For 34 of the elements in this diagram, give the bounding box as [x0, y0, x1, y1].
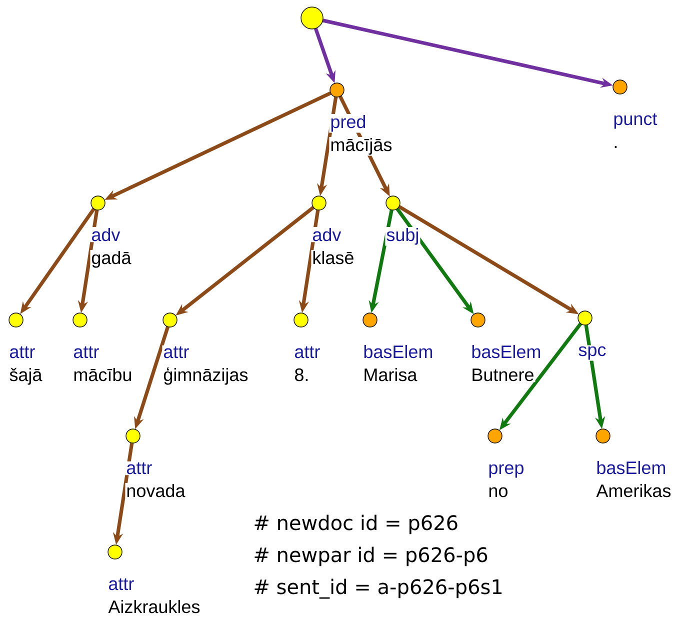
word-label: .: [612, 145, 620, 149]
comment-line: # newpar id = p626-p6: [254, 546, 488, 566]
relation-label: attr: [72, 345, 100, 360]
word-label: Aizkraukles: [107, 598, 202, 614]
relation-label: attr: [125, 461, 154, 476]
word-label: Butnere: [470, 368, 536, 382]
relation-label: pred: [329, 114, 368, 133]
word-label: gadā: [90, 250, 132, 269]
comment-line: # sent_id = a-p626-p6s1: [254, 578, 502, 599]
relation-label: attr: [8, 345, 36, 360]
relation-label: basElem: [595, 460, 668, 476]
relation-label: spc: [577, 345, 608, 361]
word-label: no: [487, 486, 510, 498]
word-label: 8.: [293, 367, 310, 382]
relation-label: adv: [90, 226, 122, 242]
word-label: mācījās: [329, 136, 394, 156]
relation-label: basElem: [470, 344, 542, 360]
relation-label: attr: [162, 345, 190, 360]
word-label: novada: [125, 482, 186, 498]
word-label: mācību: [72, 366, 134, 382]
word-label: ģimnāzijas: [162, 366, 250, 386]
relation-label: punct: [612, 112, 658, 130]
relation-label: attr: [293, 345, 322, 360]
word-label: Amerikas: [595, 482, 672, 498]
relation-label: subj: [385, 226, 420, 246]
relation-label: prep: [487, 463, 526, 479]
comment-line: # newdoc id = p626: [254, 514, 458, 534]
relation-label: adv: [311, 226, 342, 242]
word-label: Marisa: [362, 366, 418, 382]
tree-node: [300, 6, 324, 30]
relation-label: attr: [107, 577, 136, 592]
word-label: šajā: [8, 366, 44, 386]
word-label: klasē: [311, 250, 356, 266]
relation-label: basElem: [362, 344, 434, 360]
